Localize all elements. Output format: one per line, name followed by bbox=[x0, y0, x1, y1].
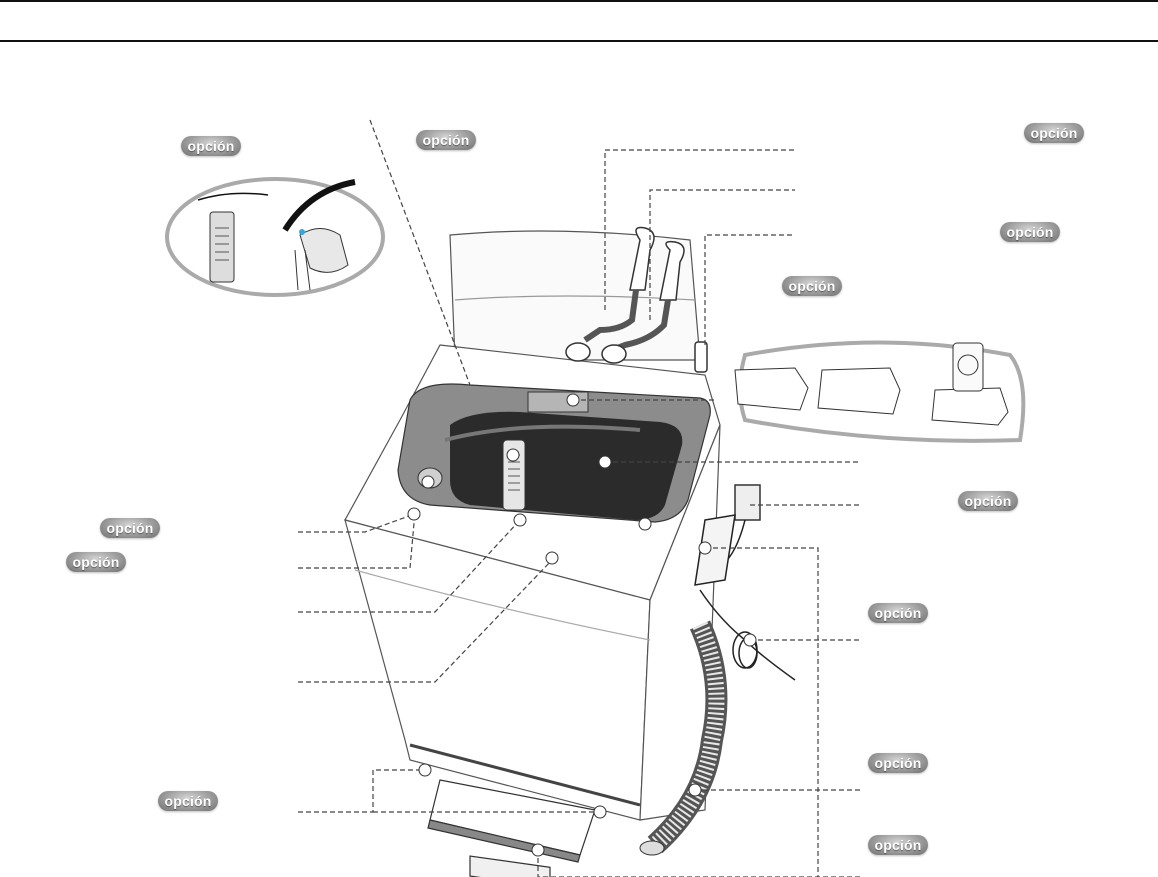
filter-detail-inset bbox=[165, 177, 385, 297]
option-badge-base: opción bbox=[158, 791, 218, 811]
dispenser-detail-inset bbox=[734, 340, 1026, 443]
wall-bracket bbox=[694, 514, 736, 586]
option-badge-drain-hose: opción bbox=[868, 753, 928, 773]
water-supply-hoses bbox=[565, 226, 708, 373]
dispenser-drawer-3 bbox=[931, 387, 1009, 426]
power-plug bbox=[734, 484, 761, 521]
option-badge-hose: opción bbox=[1000, 222, 1060, 242]
option-badge-left-2: opción bbox=[66, 552, 126, 572]
dispenser-drawer-2 bbox=[817, 367, 901, 415]
option-badge-cord: opción bbox=[868, 603, 928, 623]
washer-front-panel bbox=[344, 519, 651, 821]
leader-line-markers bbox=[407, 393, 757, 857]
option-badge-left-1: opción bbox=[100, 518, 160, 538]
leader-lines bbox=[298, 119, 860, 877]
option-badge-filter: opción bbox=[181, 136, 241, 156]
tub-opening bbox=[397, 383, 711, 523]
option-badge-top-center: opción bbox=[416, 130, 476, 150]
option-badge-plug: opción bbox=[958, 491, 1018, 511]
header-rule bbox=[0, 40, 1158, 42]
option-badge-tray: opción bbox=[868, 835, 928, 855]
power-cord bbox=[694, 484, 796, 681]
drain-hose bbox=[639, 620, 728, 856]
option-badge-dispenser: opción bbox=[782, 276, 842, 296]
option-badge-top-right: opción bbox=[1024, 123, 1084, 143]
dispenser-drawer-1 bbox=[734, 367, 809, 411]
top-rule bbox=[0, 0, 1158, 2]
